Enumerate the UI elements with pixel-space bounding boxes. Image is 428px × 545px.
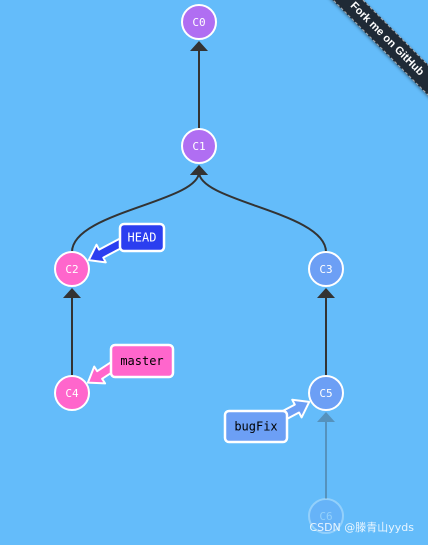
commit-node-c0[interactable]: C0 bbox=[181, 4, 217, 40]
commit-circle[interactable] bbox=[308, 251, 344, 287]
edge-line bbox=[71, 171, 200, 253]
fork-ribbon-label[interactable]: Fork me on GitHub bbox=[319, 0, 428, 107]
commit-node-c6[interactable]: C6 bbox=[308, 498, 344, 534]
arrowhead-icon bbox=[190, 165, 208, 175]
edge-c5-c3 bbox=[317, 288, 335, 376]
commit-node-c3[interactable]: C3 bbox=[308, 251, 344, 287]
ref-label-box[interactable] bbox=[118, 222, 166, 253]
ref-bugfix[interactable]: bugFix bbox=[223, 398, 311, 444]
commit-circle[interactable] bbox=[54, 251, 90, 287]
commit-label: C2 bbox=[65, 263, 78, 276]
ref-label-text: master bbox=[120, 354, 163, 368]
commit-label: C1 bbox=[192, 140, 205, 153]
edge-line bbox=[198, 171, 327, 253]
edge-c4-c2 bbox=[63, 288, 81, 376]
commit-circle[interactable] bbox=[54, 375, 90, 411]
commit-label: C5 bbox=[319, 387, 332, 400]
arrowhead-icon bbox=[317, 412, 335, 422]
refs-layer: HEAD master bugFix bbox=[86, 222, 311, 444]
edge-c6-c5 bbox=[317, 412, 335, 499]
edge-c3-c1 bbox=[190, 165, 327, 253]
commit-node-c1[interactable]: C1 bbox=[181, 128, 217, 164]
fork-ribbon[interactable]: Fork me on GitHub bbox=[318, 0, 428, 110]
ref-label-text: HEAD bbox=[128, 231, 157, 245]
ref-master[interactable]: master bbox=[86, 343, 175, 385]
commit-circle[interactable] bbox=[308, 375, 344, 411]
ref-label-box[interactable] bbox=[223, 409, 289, 444]
edges-layer bbox=[63, 41, 335, 499]
commit-circle[interactable] bbox=[308, 498, 344, 534]
edge-c1-c0 bbox=[190, 41, 208, 129]
commit-node-c4[interactable]: C4 bbox=[54, 375, 90, 411]
ref-head[interactable]: HEAD bbox=[87, 222, 166, 264]
watermark-text: CSDN @滕青山yyds bbox=[309, 521, 414, 534]
arrowhead-icon bbox=[190, 41, 208, 51]
arrowhead-icon bbox=[63, 288, 81, 298]
commit-circle[interactable] bbox=[181, 4, 217, 40]
arrowhead-icon bbox=[317, 288, 335, 298]
ref-label-box[interactable] bbox=[109, 343, 175, 379]
commit-label: C6 bbox=[319, 510, 332, 523]
commit-circle[interactable] bbox=[181, 128, 217, 164]
commit-label: C3 bbox=[319, 263, 332, 276]
ref-label-text: bugFix bbox=[234, 420, 277, 434]
commit-label: C4 bbox=[65, 387, 79, 400]
commit-node-c2[interactable]: C2 bbox=[54, 251, 90, 287]
commit-node-c5[interactable]: C5 bbox=[308, 375, 344, 411]
commit-label: C0 bbox=[192, 16, 205, 29]
